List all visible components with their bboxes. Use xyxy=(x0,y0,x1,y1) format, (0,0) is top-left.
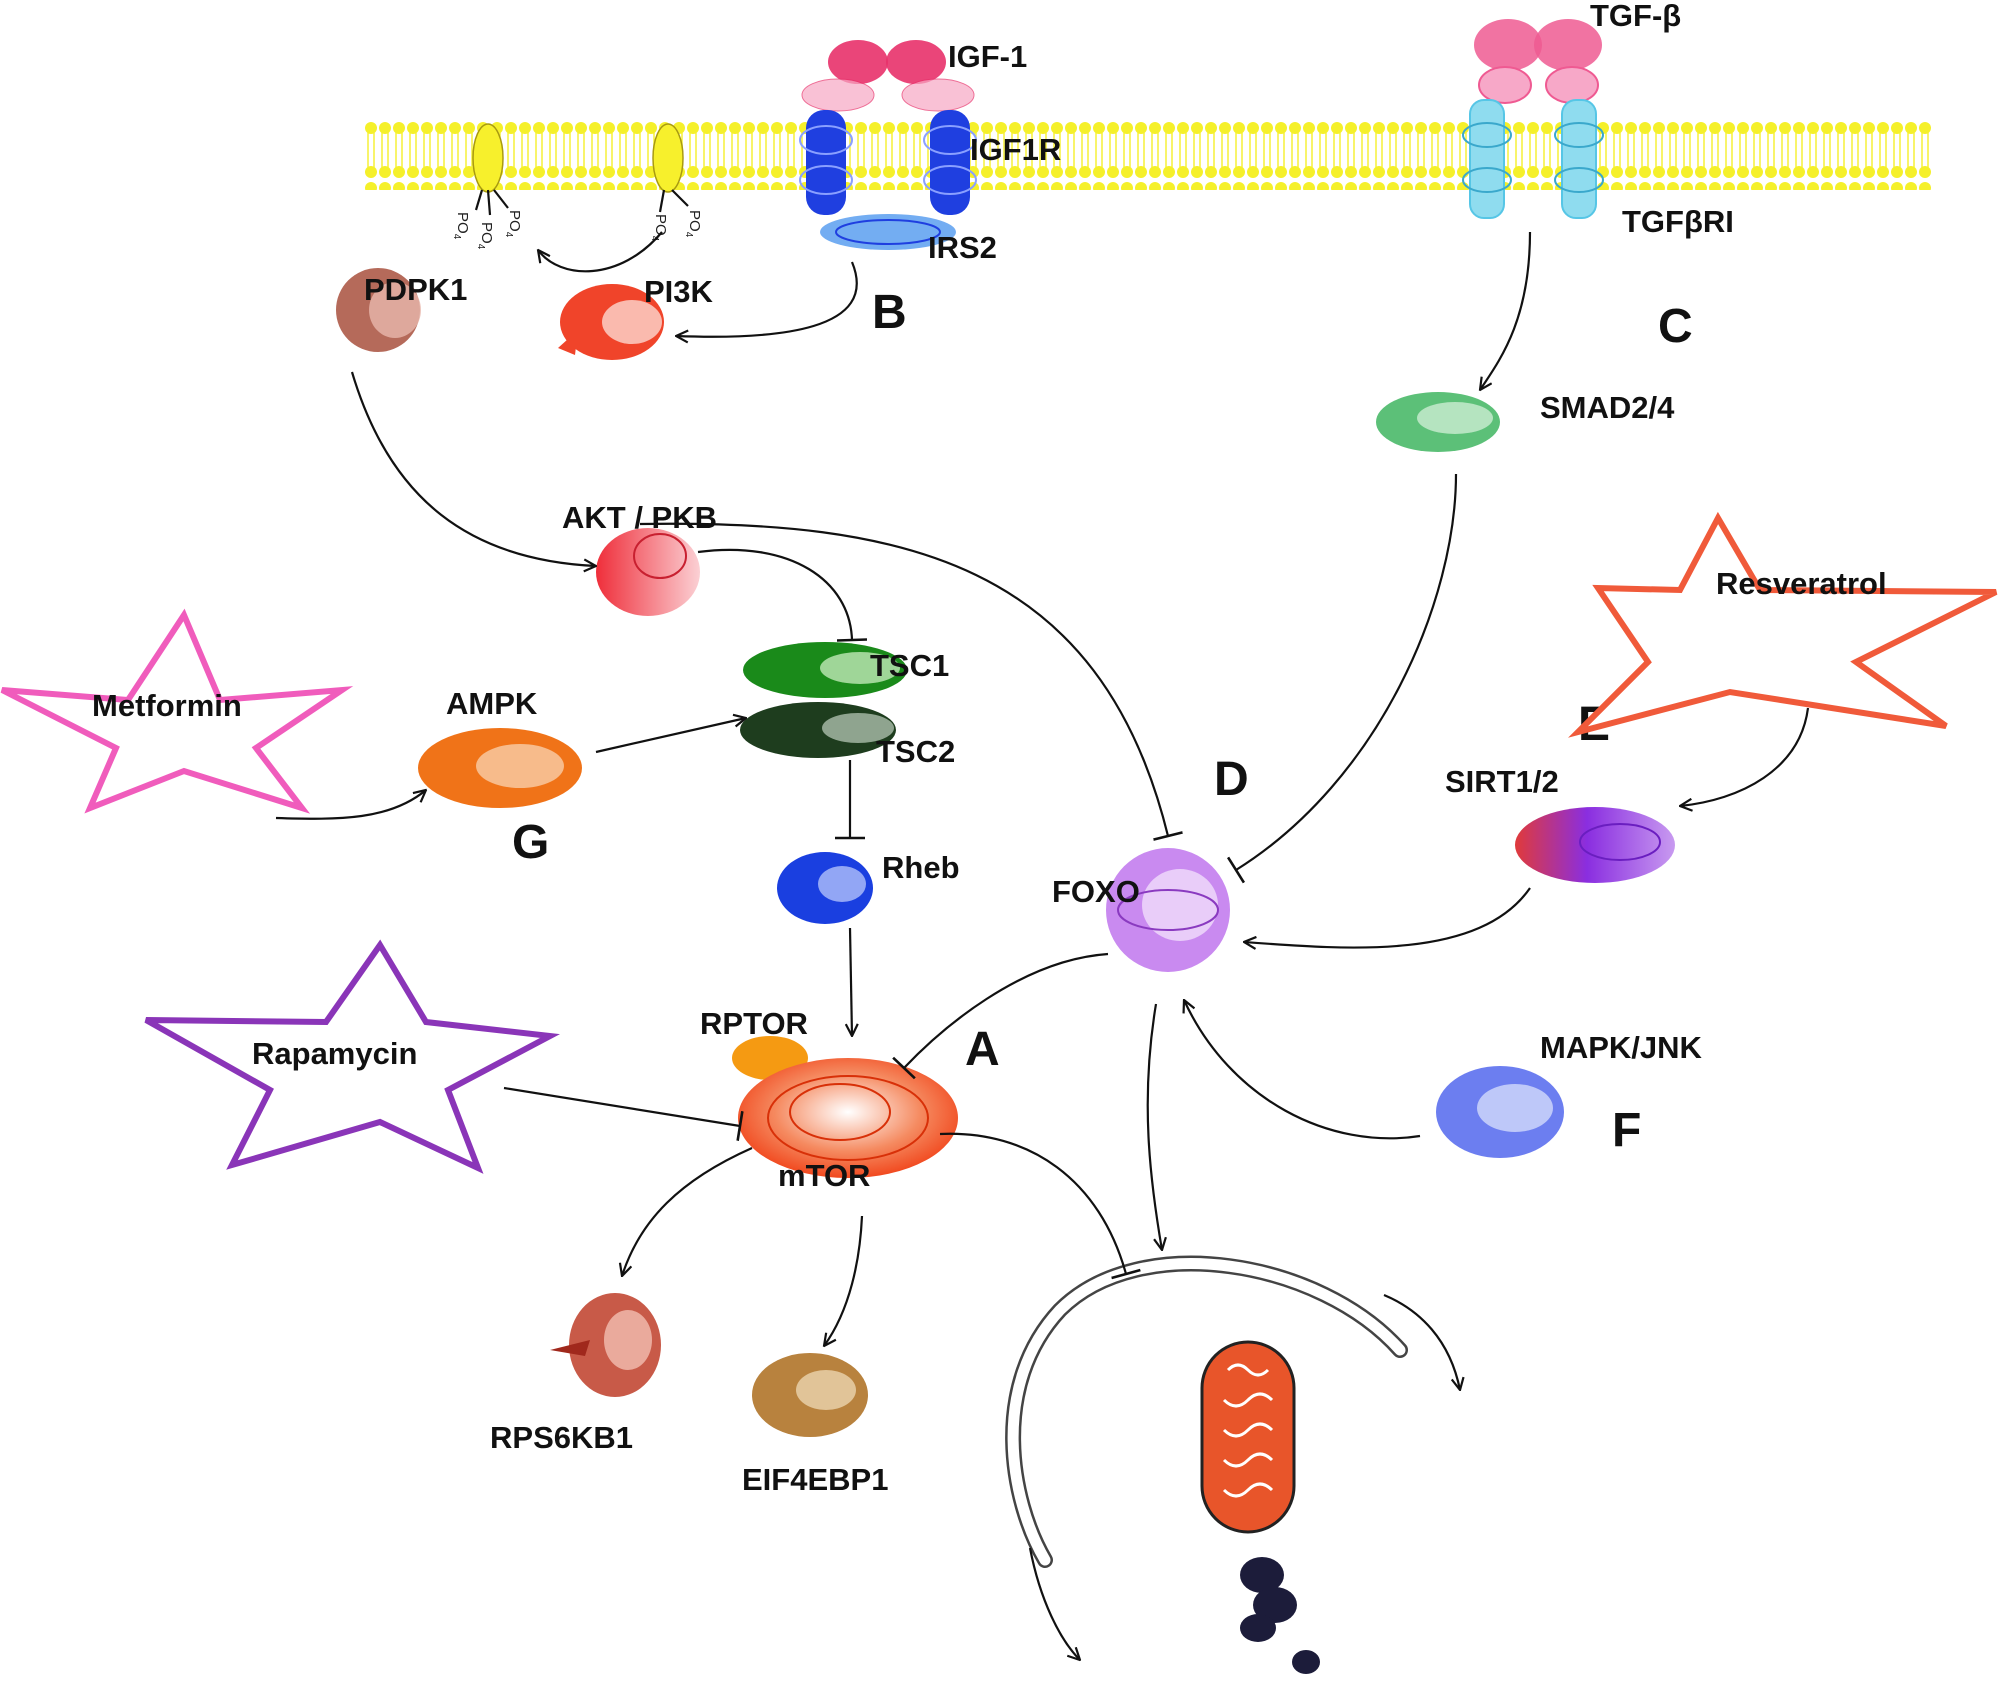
edge-akt-to-tsc1 xyxy=(697,548,868,642)
metformin-label: Metformin xyxy=(92,688,242,723)
tgfbri-receptor xyxy=(1462,99,1604,219)
edge-sirt-to-foxo xyxy=(1244,887,1531,948)
tgfb-label: TGF-β xyxy=(1590,0,1681,33)
svg-text:PO4: PO4 xyxy=(503,210,523,238)
foxo-protein xyxy=(1106,848,1230,972)
akt-label: AKT / PKB xyxy=(562,500,717,535)
tgfb-ligand xyxy=(1474,19,1602,104)
pdpk1-protein xyxy=(336,268,421,352)
edge-rheb-to-mtor xyxy=(850,927,852,1036)
edge-irs2-to-pi3k xyxy=(676,261,858,337)
edge-metformin-to-ampk xyxy=(275,790,426,820)
svg-text:PO4: PO4 xyxy=(475,222,495,250)
rps6kb1-protein xyxy=(550,1293,661,1397)
rheb-protein xyxy=(777,852,873,924)
edge-foxo-to-autophagy xyxy=(1146,1003,1162,1250)
protein-aggregates xyxy=(1240,1557,1320,1674)
edge-mapk-to-foxo xyxy=(1184,1000,1421,1140)
edge-foxo-to-mtor xyxy=(892,952,1109,1080)
mapk-protein xyxy=(1436,1066,1564,1158)
igf1-ligand xyxy=(801,40,975,112)
edge-mtor-to-rps6kb1 xyxy=(622,1146,753,1276)
akt-protein xyxy=(596,528,700,616)
phosphate-groups: PO4 PO4 PO4 PO4 PO4 xyxy=(451,210,703,250)
tsc2-label: TSC2 xyxy=(876,734,955,769)
mitochondrion xyxy=(1200,1340,1296,1534)
signaling-edges xyxy=(275,231,1810,1660)
edge-ampk-to-tsc2 xyxy=(595,718,746,754)
irs2-label: IRS2 xyxy=(928,230,997,265)
panel-label-g: G xyxy=(512,816,549,869)
ampk-label: AMPK xyxy=(446,686,538,721)
metformin-star: Metformin xyxy=(0,608,354,814)
tsc1-protein xyxy=(743,642,907,698)
tgfbri-label: TGFβRI xyxy=(1622,204,1734,239)
rps6kb1-label: RPS6KB1 xyxy=(490,1420,633,1455)
rapamycin-label: Rapamycin xyxy=(252,1036,417,1071)
mtor-label: mTOR xyxy=(778,1158,870,1193)
autophagosome-membrane xyxy=(1005,1255,1408,1568)
panel-label-c: C xyxy=(1658,300,1693,353)
panel-label-b: B xyxy=(872,286,907,339)
pip-lipid-right xyxy=(652,123,689,213)
edge-pdpk1-to-akt xyxy=(350,371,596,566)
edge-mtor-to-autophagy xyxy=(939,1132,1141,1280)
svg-text:PO4: PO4 xyxy=(451,212,471,240)
igf1r-receptor xyxy=(799,110,977,215)
igf1r-label: IGF1R xyxy=(970,132,1061,167)
igf1-label: IGF-1 xyxy=(948,39,1027,74)
mapk-label: MAPK/JNK xyxy=(1540,1030,1703,1065)
irs2-protein xyxy=(820,214,956,250)
edge-mtor-to-eif4ebp1 xyxy=(824,1215,864,1346)
edge-rapamycin-to-mtor xyxy=(503,1086,744,1142)
edge-smad-to-foxo xyxy=(1226,473,1458,884)
cell-membrane xyxy=(365,120,1933,190)
sirt-label: SIRT1/2 xyxy=(1445,764,1559,799)
edge-akt-to-foxo xyxy=(639,522,1183,841)
foxo-label: FOXO xyxy=(1052,874,1140,909)
panel-label-f: F xyxy=(1612,1104,1641,1157)
mtor-protein xyxy=(738,1058,958,1178)
edge-autophagosome-out xyxy=(1383,1293,1460,1390)
edge-resveratrol-to-sirt xyxy=(1680,707,1810,806)
svg-text:PO4: PO4 xyxy=(649,214,669,242)
tsc1-label: TSC1 xyxy=(870,648,949,683)
smad-label: SMAD2/4 xyxy=(1540,390,1675,425)
rapamycin-star: Rapamycin xyxy=(144,939,560,1174)
sirt-protein xyxy=(1515,807,1675,883)
eif4ebp1-protein xyxy=(752,1353,868,1437)
rheb-label: Rheb xyxy=(882,850,960,885)
ampk-protein xyxy=(418,728,582,808)
rptor-label: RPTOR xyxy=(700,1006,808,1041)
edge-autophagosome-in xyxy=(1028,1547,1080,1660)
resveratrol-star: Resveratrol xyxy=(1568,511,1998,738)
panel-label-a: A xyxy=(965,1023,1000,1076)
pi3k-protein xyxy=(558,284,664,360)
pip-lipid-left xyxy=(472,123,509,216)
tsc2-protein xyxy=(740,702,896,758)
resveratrol-label: Resveratrol xyxy=(1716,566,1887,601)
eif4ebp1-label: EIF4EBP1 xyxy=(742,1462,888,1497)
edge-pi3k-to-pip xyxy=(538,231,663,273)
edge-tgfbri-to-smad xyxy=(1480,231,1532,390)
pdpk1-label: PDPK1 xyxy=(364,272,467,307)
smad-protein xyxy=(1376,392,1500,452)
panel-label-d: D xyxy=(1214,753,1249,806)
svg-text:PO4: PO4 xyxy=(683,210,703,238)
pi3k-label: PI3K xyxy=(644,274,714,309)
